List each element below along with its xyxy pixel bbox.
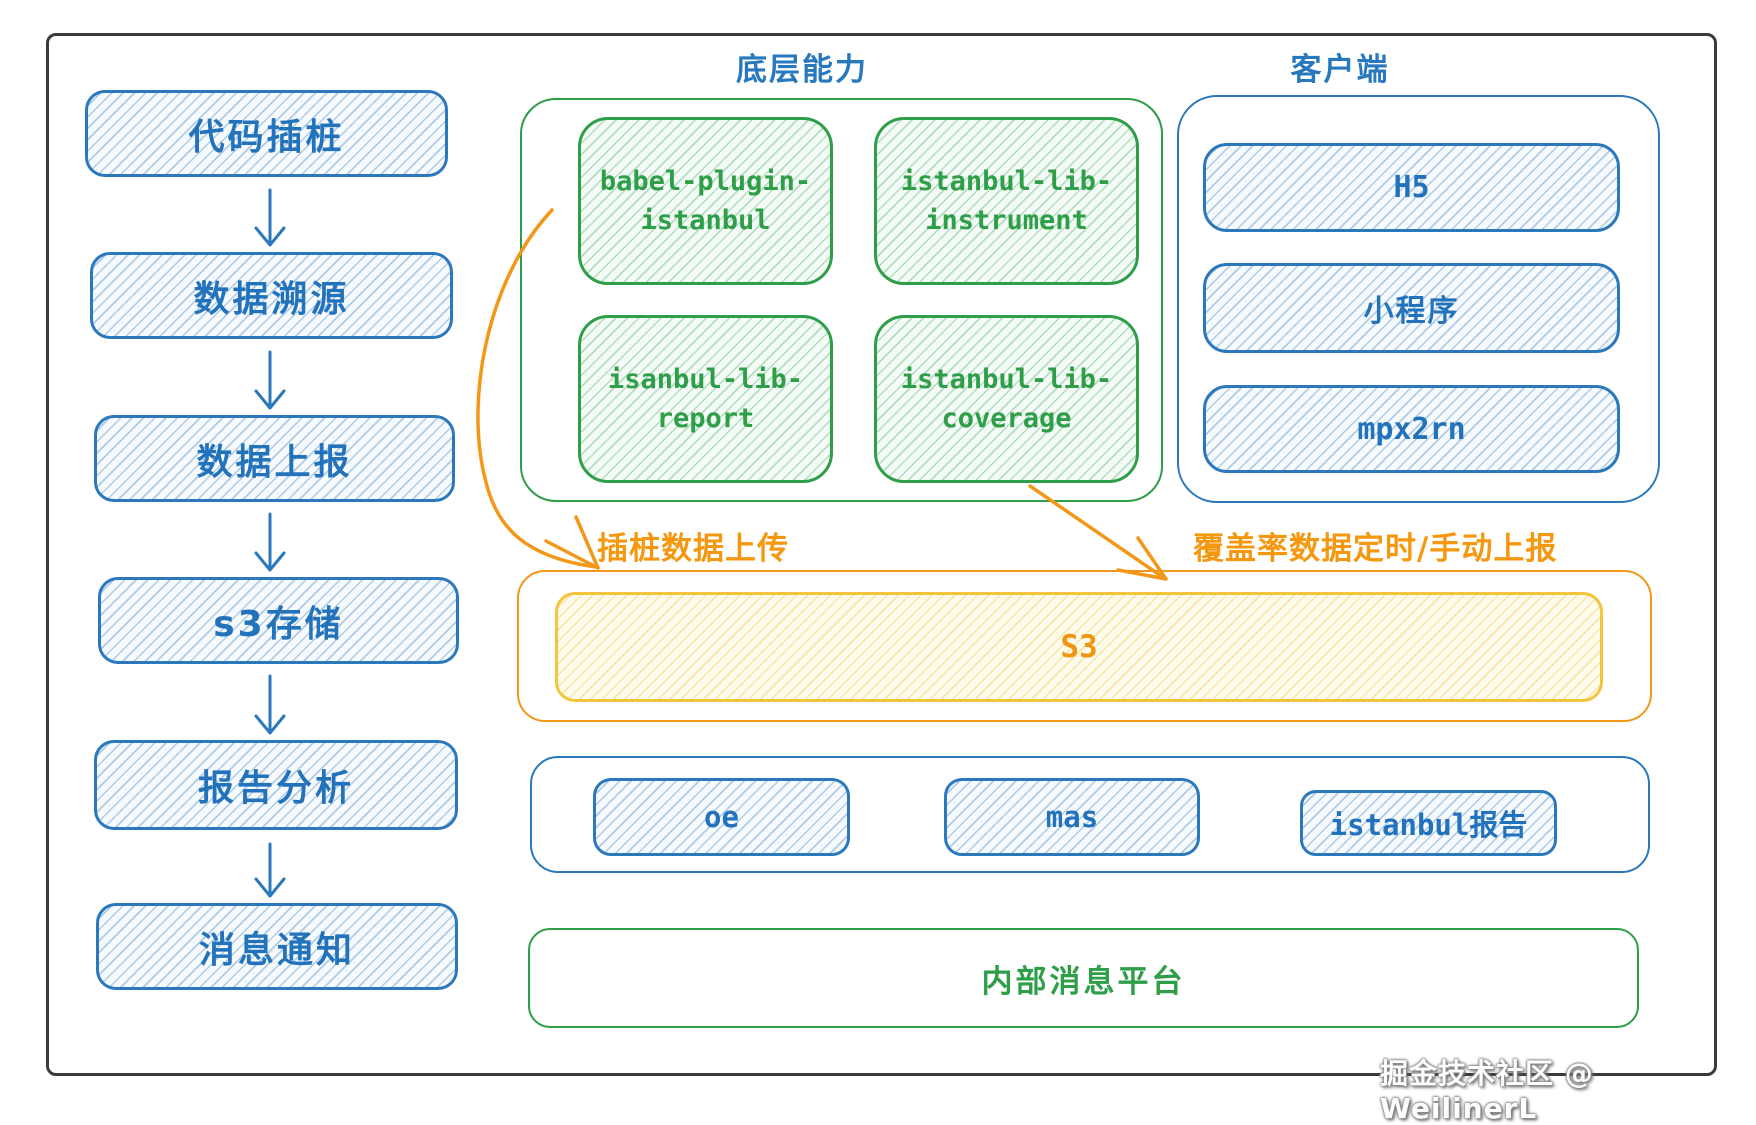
report-label: istanbul报告 [1329,808,1528,842]
flow-step-s3-storage: s3存储 [98,577,459,664]
upload-edge-label: 插桩数据上传 [597,531,789,567]
client-label: mpx2rn [1357,411,1466,447]
flow-step-label: 代码插桩 [188,116,345,158]
capability-label: babel-plugin-istanbul [599,165,812,236]
capability-label: istanbul-lib-coverage [900,363,1113,434]
flow-step-data-trace: 数据溯源 [90,252,453,339]
capability-istanbul-lib-report: isanbul-lib-report [578,315,833,483]
report-mas: mas [944,778,1200,856]
capability-label: isanbul-lib-report [607,363,804,434]
capability-istanbul-lib-coverage: istanbul-lib-coverage [874,315,1139,483]
capabilities-title: 底层能力 [736,52,868,88]
messaging-platform-box: 内部消息平台 [528,928,1639,1028]
flow-step-message-notify: 消息通知 [96,903,458,990]
capability-label: istanbul-lib-instrument [900,165,1113,236]
report-edge-label: 覆盖率数据定时/手动上报 [1193,531,1558,567]
flow-step-label: 数据溯源 [193,278,350,320]
flow-step-data-report: 数据上报 [94,415,455,502]
report-label: oe [704,800,739,834]
messaging-label: 内部消息平台 [981,963,1186,1000]
flow-step-label: 报告分析 [197,768,354,809]
reports-container [530,756,1650,873]
client-mpx2rn: mpx2rn [1203,385,1620,473]
clients-container [1177,95,1660,503]
s3-label: S3 [1060,629,1098,665]
flow-step-label: 消息通知 [198,929,355,971]
flow-step-code-instrument: 代码插桩 [85,90,448,177]
flow-step-report-analysis: 报告分析 [94,740,458,830]
client-label: H5 [1393,170,1430,205]
client-miniprogram: 小程序 [1203,263,1620,353]
report-label: mas [1045,800,1099,834]
capability-babel-plugin-istanbul: babel-plugin-istanbul [578,117,833,285]
clients-title: 客户端 [1290,52,1390,88]
flow-step-label: 数据上报 [196,441,353,483]
client-h5: H5 [1203,143,1620,232]
flow-step-label: s3存储 [213,603,344,645]
s3-box: S3 [555,592,1603,702]
report-istanbul: istanbul报告 [1300,790,1557,856]
watermark: 掘金技术社区 @ WeilinerL [1380,1057,1594,1125]
report-oe: oe [593,778,850,856]
capability-istanbul-lib-instrument: istanbul-lib-instrument [874,117,1139,285]
client-label: 小程序 [1363,294,1460,329]
